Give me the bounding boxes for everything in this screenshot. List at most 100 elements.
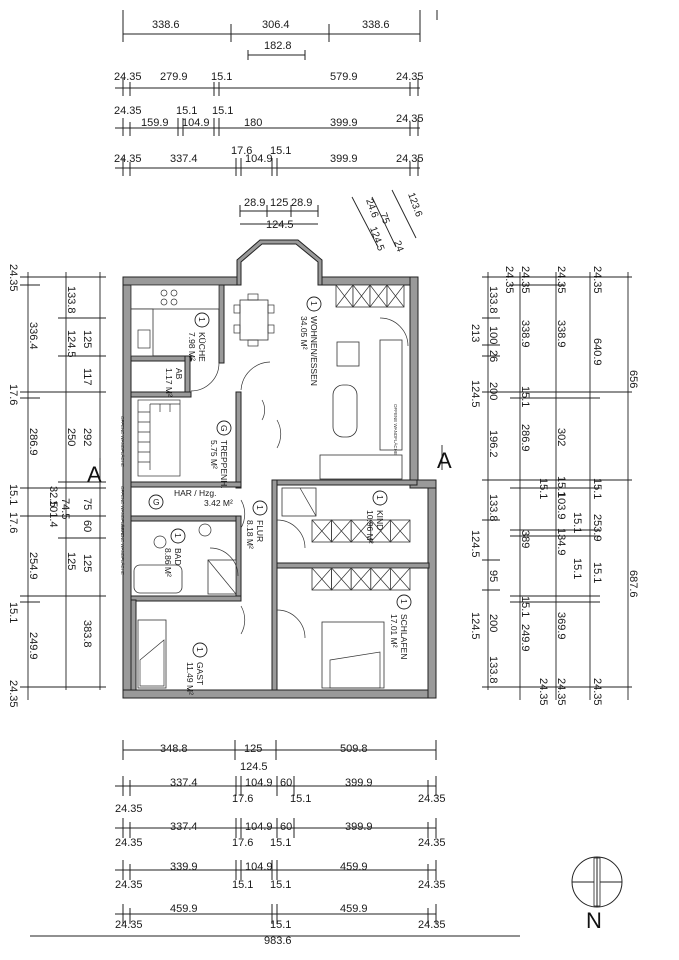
section-mark-left: A	[87, 462, 102, 487]
dim-right-2f: 389	[519, 530, 531, 548]
svg-text:BAD: BAD	[173, 548, 183, 565]
dim-top-4d: 159.9	[141, 117, 169, 129]
left-dimensions: 24.35 336.4 17.6 286.9 15.1 17.6 254.9 1…	[7, 264, 106, 708]
dim-right-1n: 133.8	[487, 656, 499, 684]
dim-left-2g: 74.5	[59, 498, 71, 519]
svg-text:1.17 M²: 1.17 M²	[164, 368, 174, 397]
dim-left-1d: 286.9	[27, 428, 39, 456]
dim-bot-3h: 24.35	[418, 837, 446, 849]
svg-text:10.96 M²: 10.96 M²	[365, 510, 375, 544]
dim-bot-5c: 459.9	[340, 903, 368, 915]
dim-left-1c: 17.6	[7, 384, 19, 405]
room-labels: 1 KÜCHE 7.98 M² 1 WOHNEN/ESSEN 34.05 M² …	[148, 296, 412, 695]
svg-text:1: 1	[197, 317, 207, 322]
dim-top-5d: 337.4	[170, 153, 198, 165]
dim-right-3a: 24.35	[555, 266, 567, 294]
svg-text:3.42 M²: 3.42 M²	[204, 498, 233, 508]
dim-bot-1a: 348.8	[160, 743, 188, 755]
dim-right-3d: 103.9	[555, 492, 567, 520]
dim-top-1b: 306.4	[262, 19, 290, 31]
dim-bot-3d: 399.9	[345, 821, 373, 833]
dim-bot-2d: 399.9	[345, 777, 373, 789]
svg-text:17.01 M²: 17.01 M²	[389, 614, 399, 648]
dim-right-4d: 253.9	[591, 514, 603, 542]
room-har: G HAR / Hzg. 3.42 M²	[148, 488, 233, 510]
svg-text:1: 1	[195, 647, 205, 652]
dim-right-4f: 24.35	[591, 678, 603, 706]
kitchen-furniture	[130, 284, 220, 357]
dim-left-3e: 60	[81, 520, 93, 532]
dim-left-1i: 249.9	[27, 632, 39, 660]
dim-right-1m: 200	[487, 614, 499, 632]
right-dimensions: 24.35 213 133.8 100 26 124.5 200 196.2 1…	[469, 266, 639, 706]
svg-text:OFFENE WANDFLÄCHE: OFFENE WANDFLÄCHE	[120, 524, 126, 575]
svg-text:1: 1	[399, 599, 409, 604]
svg-text:1: 1	[173, 533, 183, 538]
dim-top-5b: 15.1	[270, 145, 291, 157]
dim-left-2e: 101.4	[47, 500, 59, 528]
bottom-dimensions: 348.8 125 509.8 124.5 337.4 104.9 60 399…	[30, 740, 520, 947]
svg-text:TREPPENH.: TREPPENH.	[219, 440, 229, 489]
dim-top-1c: 338.6	[362, 19, 390, 31]
dim-right-2d: 286.9	[519, 424, 531, 452]
svg-text:7.98 M²: 7.98 M²	[187, 332, 197, 361]
room-kind: 1 KIND 10.96 M²	[365, 490, 388, 544]
room-treppe: G TREPPENH. 5.75 M²	[209, 420, 232, 489]
svg-text:8.86 M²: 8.86 M²	[163, 548, 173, 577]
dim-left-3d: 75	[81, 498, 93, 510]
dim-bot-4e: 15.1	[232, 879, 253, 891]
dim-right-4a: 24.35	[591, 266, 603, 294]
svg-text:OFFENE WANDFLÄCHE: OFFENE WANDFLÄCHE	[120, 486, 126, 537]
dim-bot-2b: 104.9	[245, 777, 273, 789]
wall-cabinets	[311, 284, 411, 591]
dim-bot-5f: 983.6	[264, 935, 292, 947]
dim-left-1f: 17.6	[7, 512, 19, 533]
dim-top-4a: 24.35	[114, 105, 142, 117]
svg-text:1: 1	[375, 495, 385, 500]
dim-left-3c: 292	[81, 428, 93, 446]
dim-bot-1c: 509.8	[340, 743, 368, 755]
svg-text:11.49 M²: 11.49 M²	[185, 662, 195, 695]
dim-bot-5a: 459.9	[170, 903, 198, 915]
dim-right-2e: 15.1	[537, 478, 549, 499]
dim-left-1g: 254.9	[27, 552, 39, 580]
svg-text:1: 1	[255, 505, 265, 510]
dim-right-2c: 15.1	[519, 386, 531, 407]
svg-text:SCHLAFEN: SCHLAFEN	[399, 614, 409, 659]
svg-text:GAST: GAST	[195, 662, 205, 685]
dim-top-5f: 399.9	[330, 153, 358, 165]
dim-right-2g: 15.1	[519, 596, 531, 617]
dim-diag-d: 124.5	[367, 225, 386, 253]
dim-right-1k: 95	[487, 570, 499, 582]
dim-right-1j: 124.5	[469, 530, 481, 558]
dim-left-3b: 117	[81, 368, 93, 386]
dim-top-4f: 180	[244, 117, 262, 129]
dim-top-3d: 579.9	[330, 71, 358, 83]
dim-top-5c: 24.35	[114, 153, 142, 165]
dim-left-2d: 32.5	[47, 486, 59, 507]
dim-bot-2a: 337.4	[170, 777, 198, 789]
dim-top-2: 182.8	[264, 40, 292, 52]
dim-bot-3a: 337.4	[170, 821, 198, 833]
svg-text:5.75 M²: 5.75 M²	[209, 440, 219, 469]
dim-top-4h: 24.35	[396, 113, 424, 125]
dim-bot-3f: 17.6	[232, 837, 253, 849]
dim-bot-5e: 24.35	[418, 919, 446, 931]
dim-top-3b: 279.9	[160, 71, 188, 83]
dim-right-2h: 249.9	[519, 624, 531, 652]
dim-bot-2h: 24.35	[418, 793, 446, 805]
dim-right-3e: 15.1	[571, 512, 583, 533]
dim-left-3g: 383.8	[81, 620, 93, 648]
dim-left-2c: 250	[65, 428, 77, 446]
svg-text:G: G	[219, 425, 229, 432]
room-schlafen: 1 SCHLAFEN 17.01 M²	[389, 594, 412, 659]
dim-top-3a: 24.35	[114, 71, 142, 83]
dim-right-4b: 640.9	[591, 338, 603, 366]
dim-bot-4c: 459.9	[340, 861, 368, 873]
dim-left-2a: 133.8	[65, 286, 77, 314]
dim-bot-1b: 125	[244, 743, 262, 755]
dim-diag-b: 75	[377, 211, 391, 226]
svg-text:AB: AB	[174, 368, 184, 380]
dim-right-3g: 15.1	[571, 558, 583, 579]
